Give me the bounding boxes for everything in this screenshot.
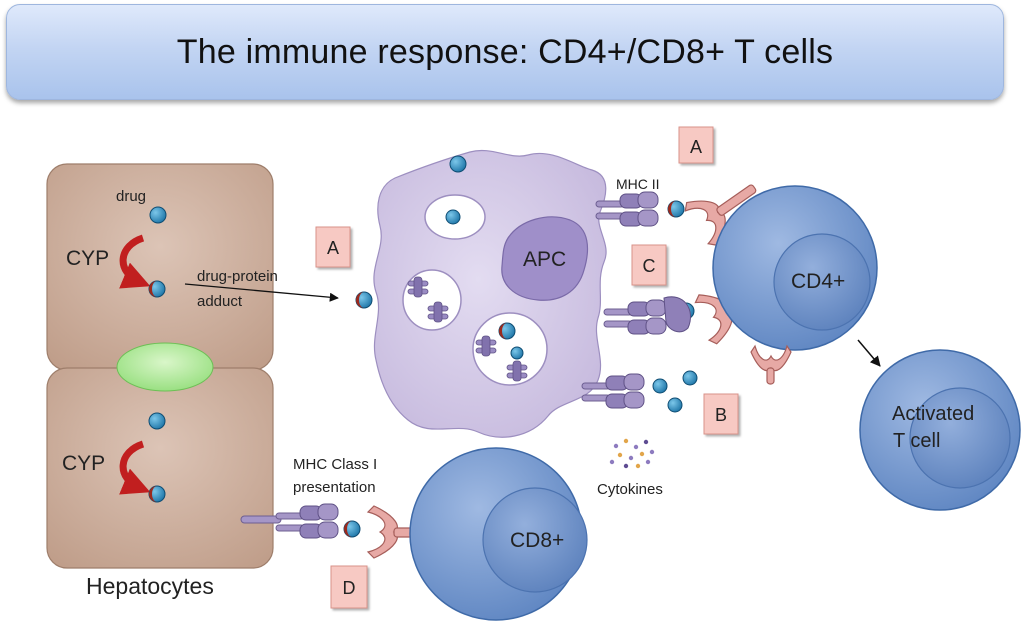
apc-nucleus: [501, 216, 589, 301]
drug-label: drug: [116, 188, 146, 205]
endosome-3-drug: [510, 346, 524, 360]
mhc2-bottom-drug: [652, 378, 668, 394]
cyp-label-bottom: CYP: [62, 452, 105, 475]
mhc1-anchor: [240, 515, 282, 524]
activation-arrow: [857, 339, 881, 367]
mhc1-complex: [275, 503, 339, 539]
free-drug-2: [667, 397, 683, 413]
cyp-arrow-top-icon: [119, 234, 151, 289]
free-tcr: [750, 344, 792, 385]
svg-text:C: C: [643, 256, 656, 276]
adduct-molecule-bottom: [148, 485, 166, 503]
marker-a-top: A: [678, 126, 714, 164]
title-banner: The immune response: CD4+/CD8+ T cells: [6, 4, 1004, 100]
mhc2-complex-middle: [603, 299, 667, 335]
hepatocytes-label: Hepatocytes: [86, 573, 214, 599]
endosome-3-adduct: [498, 322, 516, 340]
page-title: The immune response: CD4+/CD8+ T cells: [176, 32, 834, 71]
cytokines-cluster: [609, 438, 655, 469]
apc-surface-drug: [449, 155, 467, 173]
marker-c: C: [631, 244, 667, 286]
drug-molecule-bottom: [148, 412, 166, 430]
marker-b: B: [703, 393, 739, 435]
activated-label-line1: Activated: [892, 403, 974, 425]
svg-text:D: D: [343, 578, 356, 598]
mhc1-label-line2: presentation: [293, 479, 376, 496]
adduct-label-line2: adduct: [197, 293, 243, 310]
cyp-arrow-bottom-icon: [119, 440, 151, 495]
gap-junction: [116, 342, 214, 392]
activated-t-cell-nucleus: [909, 387, 1011, 489]
apc-label: APC: [523, 248, 566, 271]
endosome-1-drug: [445, 209, 461, 225]
cd4-label: CD4+: [791, 270, 845, 293]
free-drug-1: [682, 370, 698, 386]
marker-d: D: [330, 565, 368, 609]
svg-text:B: B: [715, 405, 727, 425]
cd8-label: CD8+: [510, 529, 564, 552]
endosome-2: [402, 269, 462, 331]
mhc1-label-line1: MHC Class I: [293, 456, 377, 473]
drug-molecule-top: [149, 206, 167, 224]
marker-a-left: A: [315, 226, 351, 268]
cyp-label-top: CYP: [66, 247, 109, 270]
mhc2-label: MHC II: [616, 176, 660, 192]
adduct-label-line1: drug-protein: [197, 268, 278, 285]
cytokines-label: Cytokines: [597, 481, 663, 498]
endosome-3: [472, 312, 548, 386]
svg-text:A: A: [327, 238, 339, 258]
svg-text:A: A: [690, 137, 702, 157]
activated-label-line2: T cell: [893, 430, 940, 452]
mhc1-adduct: [343, 520, 361, 538]
cd4-nucleus: [773, 233, 871, 331]
mhc2-adduct-top: [667, 200, 685, 218]
cd8-nucleus: [482, 487, 588, 593]
adduct-molecule-free: [355, 291, 373, 309]
adduct-transfer-arrow: [184, 283, 339, 302]
adduct-molecule-top: [148, 280, 166, 298]
mhc2-middle-modified: [663, 296, 691, 333]
